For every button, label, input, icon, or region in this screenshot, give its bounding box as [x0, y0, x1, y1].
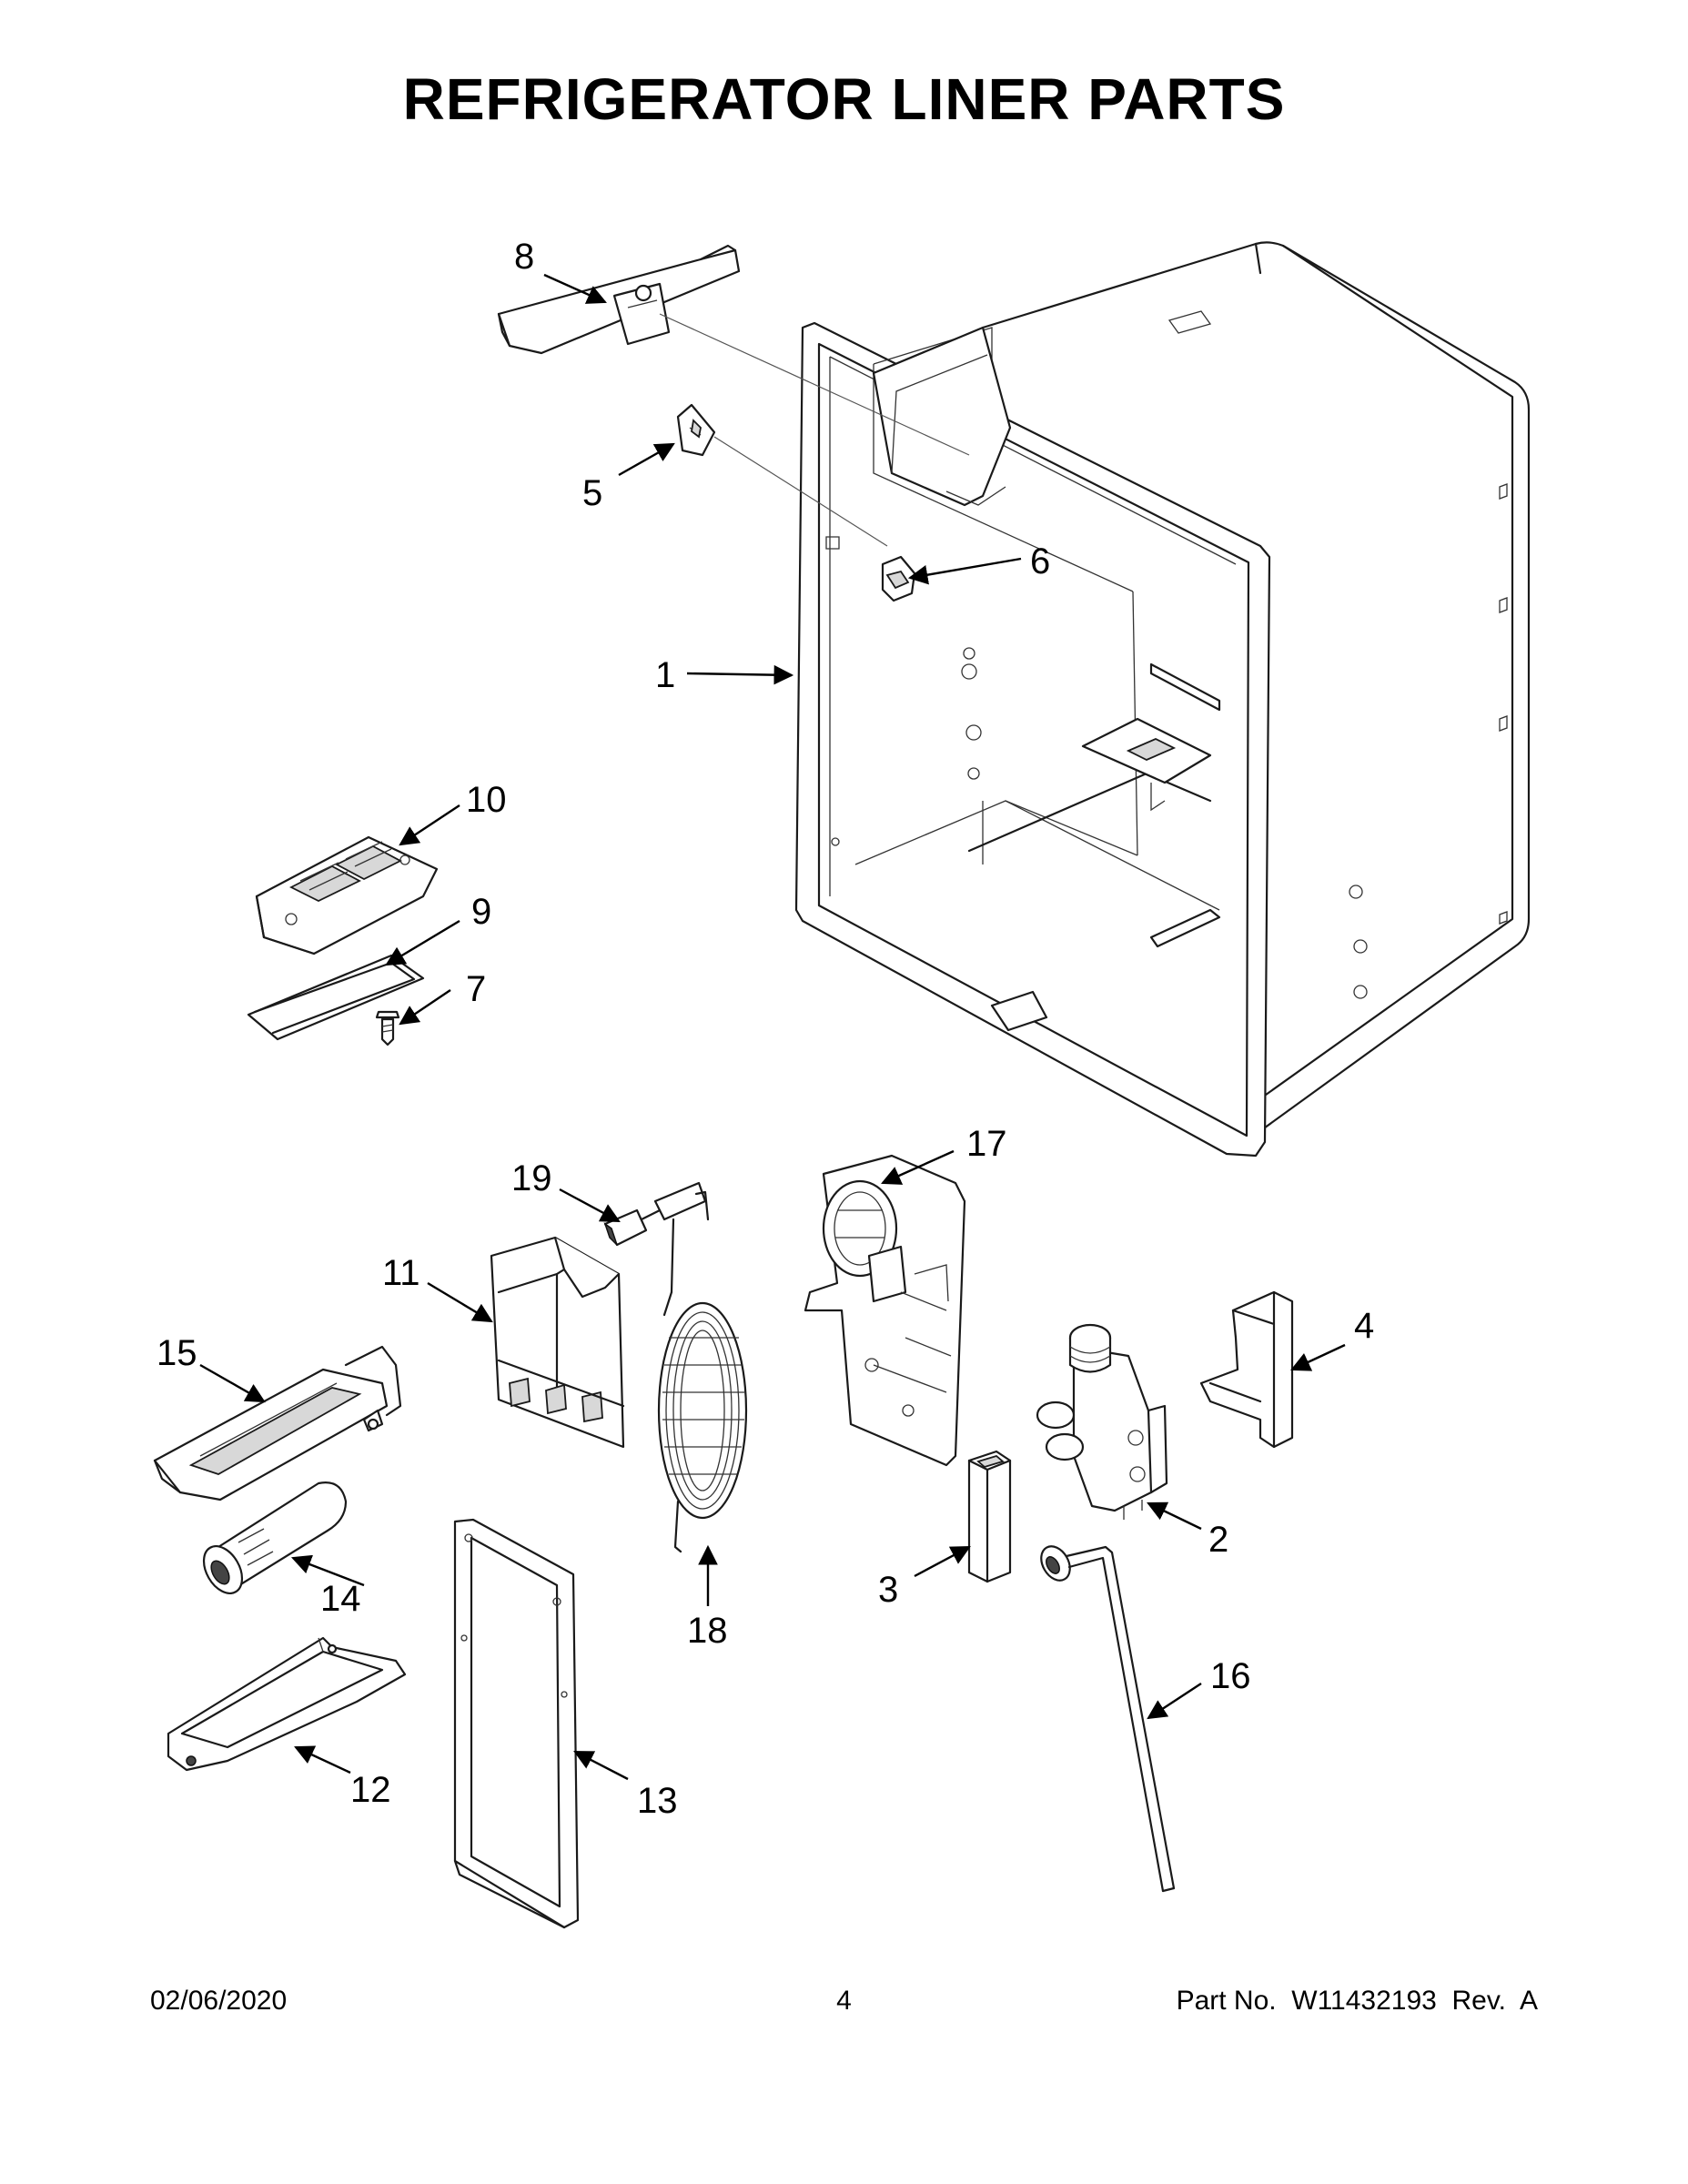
callout-19: 19: [511, 1158, 552, 1198]
leader-11: [427, 1281, 493, 1323]
leader-13: [573, 1750, 629, 1781]
leader-19: [559, 1188, 621, 1223]
part-4-clip: [1199, 1290, 1294, 1449]
callout-14: 14: [320, 1579, 361, 1619]
callout-6: 6: [1030, 541, 1050, 581]
callout-8: 8: [514, 237, 534, 277]
callout-12: 12: [350, 1770, 391, 1810]
leader-1: [686, 664, 794, 685]
part-13-panel: [453, 1518, 580, 1929]
leader-10: [399, 804, 460, 846]
part-2-water-valve: [1036, 1323, 1168, 1520]
leader-3: [914, 1545, 971, 1578]
callout-9: 9: [471, 892, 491, 932]
leader-12: [294, 1745, 351, 1774]
callout-leaders: [199, 273, 1346, 1781]
callout-18: 18: [687, 1611, 728, 1651]
leader-6: [907, 557, 1022, 585]
part-5-cap: [676, 403, 716, 457]
part-1-liner: [794, 241, 1531, 1158]
part-14-filter: [202, 1481, 348, 1594]
leader-15: [199, 1363, 266, 1403]
part-19-thermistor: [603, 1181, 710, 1294]
part-16-water-tube: [1040, 1545, 1176, 1893]
leader-4: [1290, 1343, 1346, 1371]
footer-part-number: Part No. W11432193 Rev. A: [1176, 1986, 1538, 2016]
leader-5: [618, 442, 675, 477]
part-8-chute-cover: [497, 244, 741, 355]
part-17-motor-bracket: [804, 1154, 966, 1467]
callout-7: 7: [466, 969, 486, 1009]
part-15-tray-assembly: [153, 1345, 402, 1502]
part-10-module-housing: [255, 835, 439, 956]
leader-7: [399, 989, 451, 1026]
callout-4: 4: [1354, 1306, 1374, 1346]
footer-date: 02/06/2020: [150, 1986, 288, 2016]
callout-2: 2: [1208, 1520, 1228, 1560]
part-12-drip-tray: [167, 1636, 407, 1772]
callout-16: 16: [1210, 1656, 1251, 1696]
page-title: REFRIGERATOR LINER PARTS: [402, 66, 1286, 132]
part-9-plate: [247, 954, 425, 1041]
callout-13: 13: [637, 1781, 678, 1821]
leader-9: [385, 919, 460, 966]
footer-page-number: 4: [836, 1986, 852, 2016]
leader-16: [1147, 1682, 1202, 1720]
callout-5: 5: [582, 473, 602, 513]
callout-10: 10: [466, 780, 507, 820]
part-3-bracket: [967, 1450, 1012, 1583]
leader-17: [881, 1149, 955, 1185]
callout-15: 15: [157, 1333, 197, 1373]
leader-8: [543, 273, 607, 304]
part-6-connector: [881, 555, 916, 602]
leader-14: [290, 1554, 365, 1587]
callout-17: 17: [966, 1124, 1007, 1164]
callout-3: 3: [878, 1570, 898, 1610]
callout-11: 11: [382, 1253, 420, 1293]
callout-1: 1: [655, 655, 675, 695]
leader-2: [1147, 1502, 1202, 1531]
part-11-bracket: [490, 1236, 625, 1449]
part-7-screw: [375, 1010, 400, 1046]
part-18-wire-coil: [657, 1290, 748, 1553]
callout-labels: 8 5 6 1 10 9 7 17 19 11 15 4 14 18 2 3 1…: [157, 237, 1374, 1821]
